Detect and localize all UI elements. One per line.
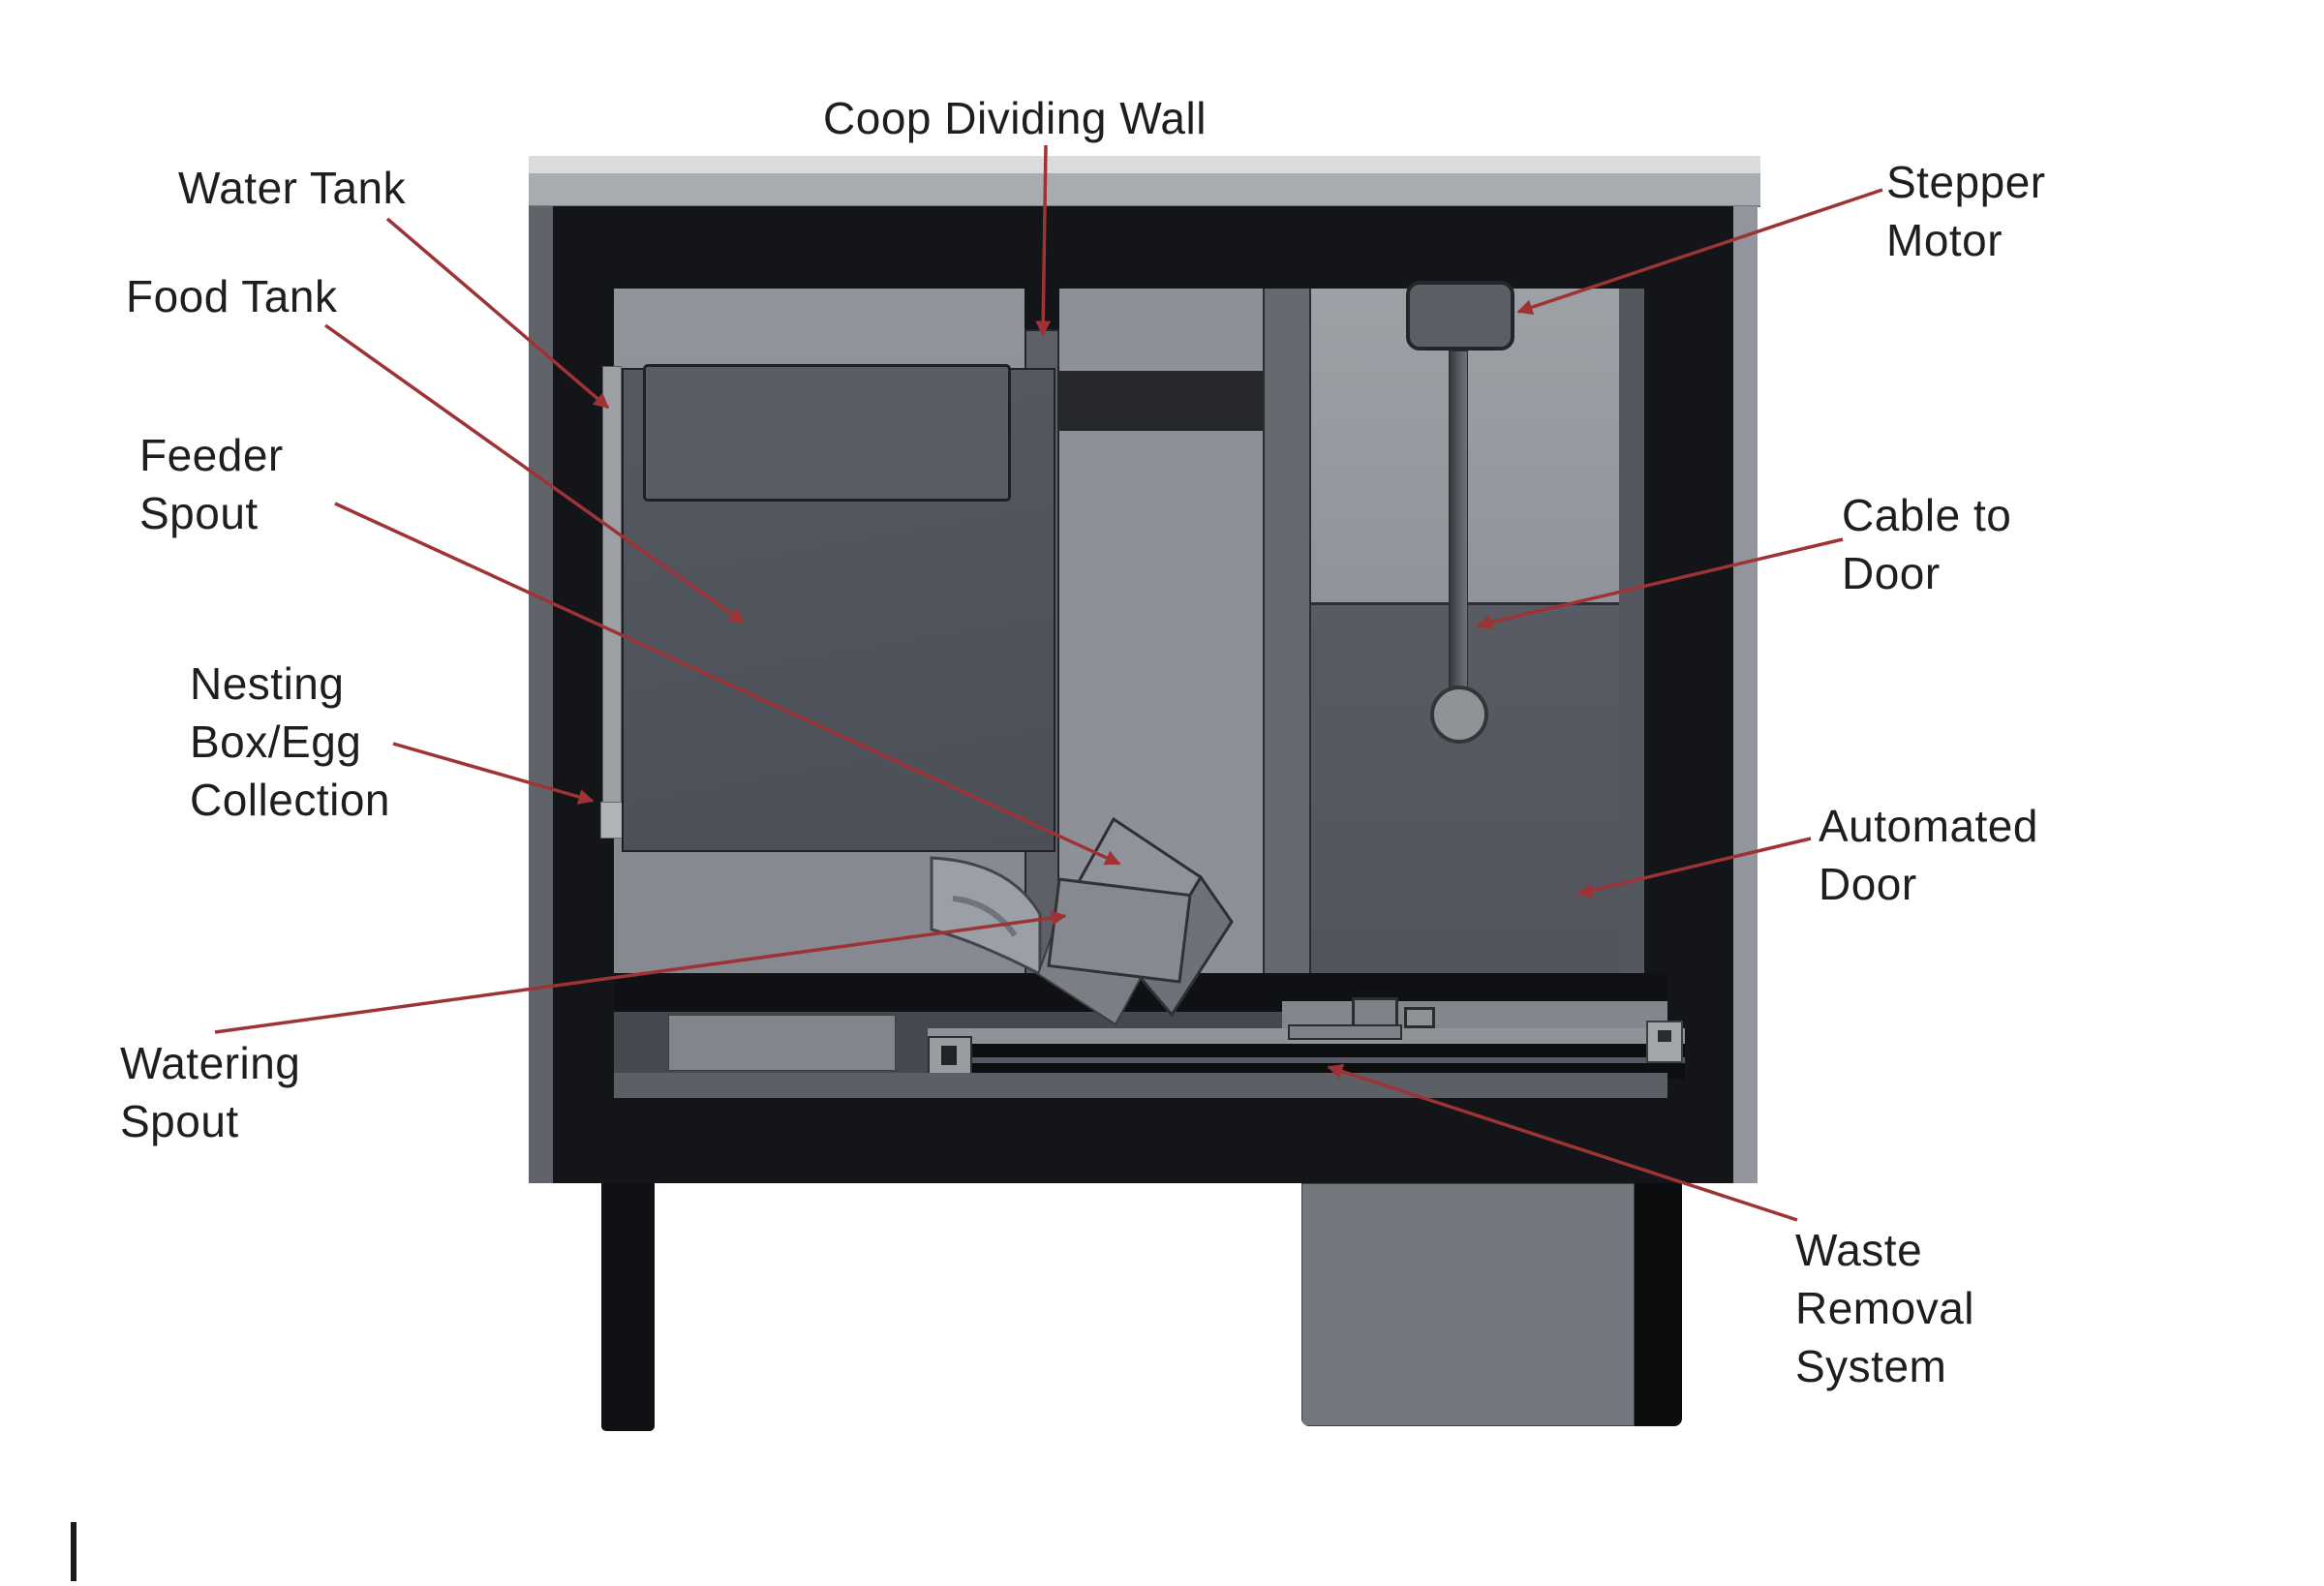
label-stepper-motor-line: Stepper [1886,157,2046,207]
label-nesting-box-egg-collection-line: Collection [190,775,390,825]
waste-rail-bracket-slot [941,1046,957,1065]
waste-rail-endcap [1646,1021,1683,1063]
door-bottom-bracket-base [1288,1024,1402,1040]
water-tank-part [602,366,622,804]
label-coop-dividing-wall-line: Coop Dividing Wall [823,93,1207,143]
label-food-tank-line: Food Tank [126,271,338,321]
coop-leg-left [601,1183,655,1431]
label-cable-to-door-line: Door [1842,548,1941,598]
door-cable [1449,351,1468,689]
right-outer-edge [1733,206,1758,1183]
label-watering-spout-line: Spout [120,1096,239,1146]
waste-rail-endcap-dot [1658,1030,1671,1042]
label-automated-door-line: Door [1819,859,1917,909]
label-water-tank: Water Tank [178,159,498,217]
label-coop-dividing-wall: Coop Dividing Wall [790,89,1239,147]
label-nesting-box-egg-collection-line: Box/Egg [190,717,362,767]
compartment-box [668,1015,896,1071]
roof-slab [529,173,1760,207]
label-feeder-spout-line: Feeder [139,430,284,480]
roost-beam [1059,371,1263,431]
stepper-motor-part [1406,281,1514,351]
door-sill [1282,1001,1667,1028]
label-water-tank-line: Water Tank [178,163,407,213]
door-right-rail [1619,289,1644,1075]
door-bottom-bracket-step [1404,1007,1435,1028]
label-automated-door-line: Automated [1819,801,2038,851]
label-food-tank: Food Tank [126,267,445,325]
waste-rail-upper [968,1044,1685,1057]
text-cursor-artifact [71,1522,76,1581]
waste-bin-front [1301,1183,1635,1426]
label-waste-removal-system-line: Removal [1795,1283,1975,1333]
label-feeder-spout-line: Spout [139,488,259,538]
door-guide-post [1263,289,1311,1007]
label-cable-to-door: Cable to Door [1842,486,2152,602]
label-waste-removal-system-line: Waste [1795,1225,1923,1275]
label-stepper-motor-line: Motor [1886,215,2003,265]
label-cable-to-door-line: Cable to [1842,490,2012,540]
label-nesting-box-egg-collection-line: Nesting [190,658,345,709]
roof-top-face [529,156,1760,173]
bottom-sill-strip [614,1073,1667,1098]
waste-rail-gap [968,1057,1685,1063]
label-waste-removal-system-line: System [1795,1341,1947,1391]
waste-bin-side [1635,1183,1682,1426]
cable-end-weight [1430,686,1488,744]
food-tank-hatch [643,364,1011,502]
label-watering-spout-line: Watering [120,1038,301,1088]
waste-bin [1301,1183,1682,1426]
